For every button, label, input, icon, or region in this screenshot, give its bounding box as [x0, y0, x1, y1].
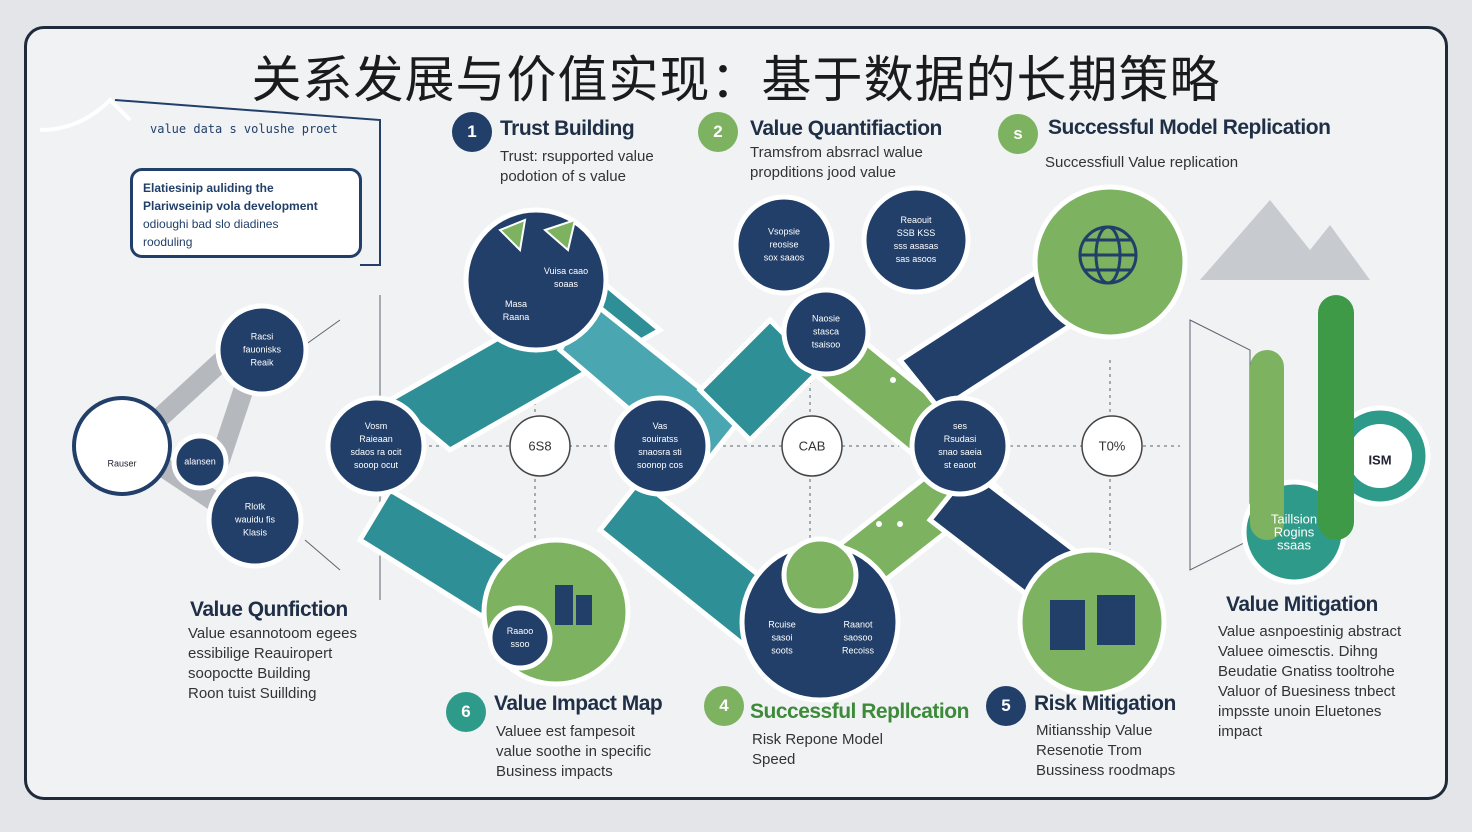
- step-3-desc: Successfiull Value replication: [1045, 154, 1239, 171]
- right-block-desc: Value asnpoestinig abstract Valuee oimes…: [1218, 623, 1402, 740]
- step-6-title: Value Impact Map: [494, 692, 663, 715]
- step-3-number: s: [998, 114, 1038, 154]
- impact-circle-label: Raaoo ssoo: [506, 626, 534, 649]
- left-mid-circle-label: alansen: [184, 456, 216, 467]
- step-1-title: Trust Building: [500, 117, 635, 140]
- left-block-desc: Value esannotoom egees essibilige Reauir…: [188, 625, 358, 702]
- step-2-number: 2: [698, 112, 738, 152]
- right-teal-circle-label: Taillsion Rogins ssaas: [1270, 511, 1318, 553]
- trust-circle-sub-label: Masa Raana: [502, 299, 530, 322]
- node-2-label: Vas souiratss snaosra sti soonop cos: [636, 421, 684, 470]
- leaf-icon: [498, 218, 577, 253]
- center-value-3: T0%: [1098, 438, 1126, 454]
- left-top-circle-label: Racsi fauonisks Reaik: [242, 331, 282, 368]
- step-2-desc: Tramsfrom absrracl walue propditions joo…: [750, 144, 923, 181]
- replication-right-label: Raanot saosoo Recoiss: [841, 619, 875, 656]
- step-5-number: 5: [986, 686, 1026, 726]
- growth-bars: [1250, 295, 1354, 540]
- house-circle-label: Rauser: [107, 458, 137, 469]
- step-5-desc: Mitiansship Value Resenotie Trom Bussine…: [1036, 722, 1176, 779]
- mountain-shape: [1200, 200, 1370, 280]
- trust-circle-side-label: Vuisa caao soaas: [543, 266, 589, 289]
- step-4-desc: Risk Repone Model Speed: [752, 731, 883, 768]
- step-3-title: Successful Model Replication: [1048, 116, 1331, 139]
- step-2-title: Value Quantifiaction: [750, 117, 942, 140]
- note-line-1: Elatiesinip auliding the: [143, 181, 274, 195]
- tagline: value data s volushe proet: [150, 122, 338, 136]
- house-circle: [72, 396, 172, 496]
- left-bottom-circle-label: Rlotk wauidu fis Klasis: [234, 501, 276, 538]
- step-5-title: Risk Mitigation: [1034, 692, 1176, 715]
- buildings-icon: [555, 585, 1135, 650]
- step-6-desc: Valuee est fampesoit value soothe in spe…: [496, 723, 652, 780]
- page-title: 关系发展与价值实现：基于数据的长期策略: [251, 51, 1221, 109]
- step-4-number: 4: [704, 686, 744, 726]
- globe-icon: [1078, 225, 1138, 285]
- right-block-title: Value Mitigation: [1226, 593, 1378, 616]
- note-line-2: Plariwseinip vola development: [143, 199, 318, 213]
- top-circle-1-label: Vsopsie reosise sox saaos: [763, 226, 805, 263]
- top-circle-3-label: Naosie stasca tsaisoo: [811, 313, 841, 350]
- note-line-3: odioughi bad slo diadines rooduling: [143, 217, 279, 249]
- center-value-1: 6S8: [528, 438, 552, 454]
- top-circle-2-label: Reaouit SSB KSS sss asasas sas asoos: [893, 215, 939, 264]
- step-6-number: 6: [446, 692, 486, 732]
- circles: [171, 184, 1431, 703]
- step-4-title: Successful Repllcation: [750, 700, 969, 723]
- ribbon-dots: [876, 377, 918, 527]
- node-1-label: Vosm Raieaan sdaos ra ocit sooop ocut: [350, 421, 402, 470]
- right-percent-label: ISM: [1368, 452, 1392, 468]
- percent-badge: [1348, 424, 1412, 488]
- step-1-desc: Trust: rsupported value podotion of s va…: [500, 148, 654, 185]
- value-circles: [509, 415, 1143, 477]
- node-3-label: ses Rsudasi snao saeia st eaoot: [938, 421, 982, 470]
- replication-left-label: Rcuise sasoi soots: [768, 619, 796, 656]
- left-block-title: Value Qunfiction: [190, 598, 348, 621]
- step-1-number: 1: [452, 112, 492, 152]
- center-value-2: CAB: [798, 438, 826, 454]
- note-box: Elatiesinip auliding the Plariwseinip vo…: [130, 168, 362, 258]
